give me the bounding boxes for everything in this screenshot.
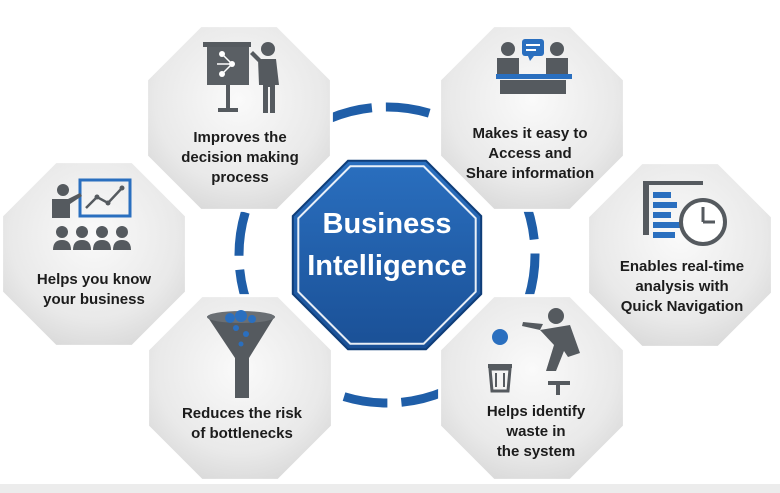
node-label-line: process [211, 169, 269, 186]
audience-member-body [93, 240, 111, 250]
node-label-decision: Improves the decision making process [150, 128, 330, 188]
octagon-know [0, 160, 188, 348]
funnel-icon [207, 310, 275, 398]
node-label-line: Helps you know [36, 271, 152, 288]
node-label-line: analysis with [635, 278, 729, 295]
octagon-realtime [586, 161, 774, 349]
octagon-access [438, 24, 626, 212]
node-label-waste: Helps identify waste in the system [446, 402, 626, 462]
node-label-line: Share information [465, 165, 595, 182]
audience-member-body [53, 240, 71, 250]
audience-member [116, 226, 128, 238]
node-label-line: Makes it easy to [472, 125, 588, 142]
octagon-waste [438, 294, 626, 482]
audience-member-body [113, 240, 131, 250]
center-octagon-border [297, 165, 477, 345]
audience-member [76, 226, 88, 238]
trash-person-icon [488, 308, 580, 395]
center-octagon [291, 159, 483, 351]
node-label-line: the system [496, 443, 576, 460]
node-label-bottlenecks: Reduces the risk of bottlenecks [152, 404, 332, 444]
node-label-line: of bottlenecks [191, 425, 293, 442]
node-label-line: your business [43, 291, 145, 308]
node-label-access: Makes it easy to Access and Share inform… [440, 124, 620, 184]
center-title-line1: Business [322, 208, 452, 240]
audience-member [56, 226, 68, 238]
center-title-line2: Intelligence [307, 250, 467, 282]
connector-ring [234, 102, 540, 408]
node-label-line: Access and [488, 145, 572, 162]
audience-chart-icon [52, 178, 132, 250]
node-label-realtime: Enables real-time analysis with Quick Na… [592, 257, 772, 317]
node-label-line: Quick Navigation [620, 298, 744, 315]
meeting-chat-icon [496, 39, 572, 94]
bottom-strip [0, 484, 780, 493]
node-label-know: Helps you know your business [4, 270, 184, 310]
report-clock-icon [643, 181, 727, 246]
audience-member [96, 226, 108, 238]
node-label-line: Reduces the risk [181, 405, 303, 422]
audience-member-body [73, 240, 91, 250]
node-label-line: Improves the [193, 129, 287, 146]
node-label-line: Enables real-time [619, 258, 745, 275]
node-label-line: Helps identify [486, 403, 586, 420]
node-label-line: decision making [181, 149, 299, 166]
presenter-board-icon [203, 42, 279, 113]
node-label-line: waste in [506, 423, 566, 440]
octagon-decision [145, 24, 333, 212]
